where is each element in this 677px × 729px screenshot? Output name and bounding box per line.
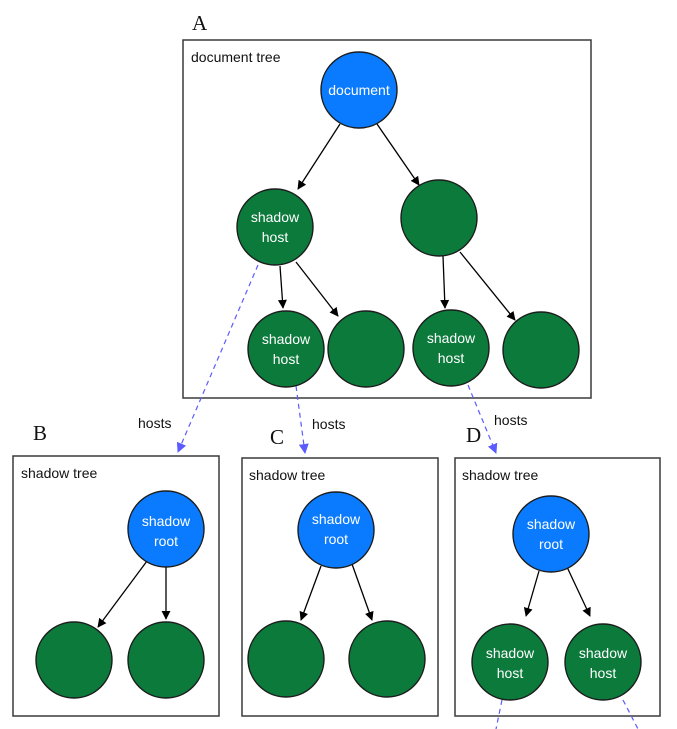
node-document-circle	[320, 51, 398, 129]
node-a-host-child-element-circle	[327, 310, 405, 388]
hosts-link-a-to-c	[295, 385, 309, 454]
node-d-shadow-host-2: shadow host	[564, 623, 642, 701]
node-a-host-child-shadow-host: shadow host	[247, 310, 325, 388]
panel-a-title: document tree	[191, 49, 281, 65]
node-a-element-child-line1: shadow	[427, 330, 476, 346]
edge-plain-to-child-plain	[459, 251, 516, 321]
node-c-shadow-root-line1: shadow	[312, 511, 361, 527]
tree-edges	[97, 123, 591, 628]
panel-c-title: shadow tree	[249, 467, 325, 483]
hosts-label-b: hosts	[138, 415, 171, 431]
hosts-link-a-to-d	[467, 384, 498, 454]
panel-b-title: shadow tree	[21, 465, 97, 481]
node-d-shadow-root: shadow root	[512, 495, 590, 573]
node-c-shadow-root: shadow root	[297, 491, 375, 569]
node-a-shadow-host-line2: host	[262, 229, 289, 245]
node-b-child-1	[35, 621, 113, 699]
node-b-shadow-root-line1: shadow	[142, 513, 191, 529]
node-a-element-child-shadow-host-circle	[412, 309, 490, 387]
panel-letter-b: B	[33, 421, 47, 445]
node-document: document	[320, 51, 398, 129]
hosts-label-c: hosts	[312, 416, 345, 432]
edge-b-root-to-child1	[97, 560, 148, 628]
node-c-shadow-root-circle	[297, 491, 375, 569]
node-d-shadow-root-circle	[512, 495, 590, 573]
node-a-shadow-host-circle	[236, 188, 314, 266]
panel-letter-a: A	[192, 11, 208, 35]
panel-letter-c: C	[270, 425, 284, 449]
node-a-host-child-line2: host	[273, 351, 300, 367]
node-b-child-1-circle	[35, 621, 113, 699]
node-d-shadow-host-1-circle	[471, 623, 549, 701]
node-c-child-1-circle	[247, 620, 325, 698]
edge-host-to-child-host	[277, 265, 287, 309]
node-a-host-child-element	[327, 310, 405, 388]
node-b-shadow-root: shadow root	[127, 490, 205, 568]
node-a-element-child-shadow-host: shadow host	[412, 309, 490, 387]
node-d-shadow-host-2-circle	[564, 623, 642, 701]
edge-c-root-to-child1	[299, 565, 322, 621]
node-a-element-child-element-circle	[502, 311, 580, 389]
node-d-shadow-host-1-line1: shadow	[486, 645, 535, 661]
node-a-shadow-host: shadow host	[236, 188, 314, 266]
node-c-child-1	[247, 620, 325, 698]
edge-c-root-to-child2	[351, 563, 374, 621]
node-d-shadow-host-1: shadow host	[471, 623, 549, 701]
node-a-element	[400, 179, 478, 257]
edge-d-root-to-host1	[523, 570, 540, 617]
node-b-shadow-root-line2: root	[154, 533, 178, 549]
edge-document-to-plain	[376, 123, 420, 186]
node-d-shadow-host-2-line2: host	[590, 665, 617, 681]
node-b-child-2-circle	[127, 621, 205, 699]
node-d-shadow-host-2-line1: shadow	[579, 645, 628, 661]
node-d-shadow-host-1-line2: host	[497, 665, 524, 681]
node-b-child-2	[127, 621, 205, 699]
hosts-link-d-host1-outgoing	[495, 699, 503, 729]
node-a-element-circle	[400, 179, 478, 257]
edge-document-to-host	[297, 123, 341, 190]
node-c-shadow-root-line2: root	[324, 531, 348, 547]
node-d-shadow-root-line1: shadow	[527, 516, 576, 532]
node-document-label: document	[328, 82, 390, 98]
hosts-link-a-to-b	[176, 264, 259, 453]
node-a-host-child-line1: shadow	[262, 331, 311, 347]
node-a-element-child-line2: host	[438, 350, 465, 366]
node-d-shadow-root-line2: root	[539, 536, 563, 552]
edge-host-to-child-plain	[295, 261, 339, 317]
hosts-label-d: hosts	[494, 412, 527, 428]
edge-d-root-to-host2	[566, 566, 591, 617]
nodes: document shadow host shadow host shadow …	[35, 51, 642, 701]
node-a-host-child-shadow-host-circle	[247, 310, 325, 388]
panel-letter-d: D	[466, 423, 481, 447]
node-a-element-child-element	[502, 311, 580, 389]
node-c-child-2-circle	[348, 620, 426, 698]
node-a-shadow-host-line1: shadow	[251, 209, 300, 225]
hosts-links: hosts hosts hosts	[138, 264, 639, 729]
panel-d-title: shadow tree	[462, 467, 538, 483]
node-b-shadow-root-circle	[127, 490, 205, 568]
hosts-link-d-host2-outgoing	[622, 699, 639, 729]
edge-plain-to-child-host	[440, 255, 450, 309]
node-c-child-2	[348, 620, 426, 698]
